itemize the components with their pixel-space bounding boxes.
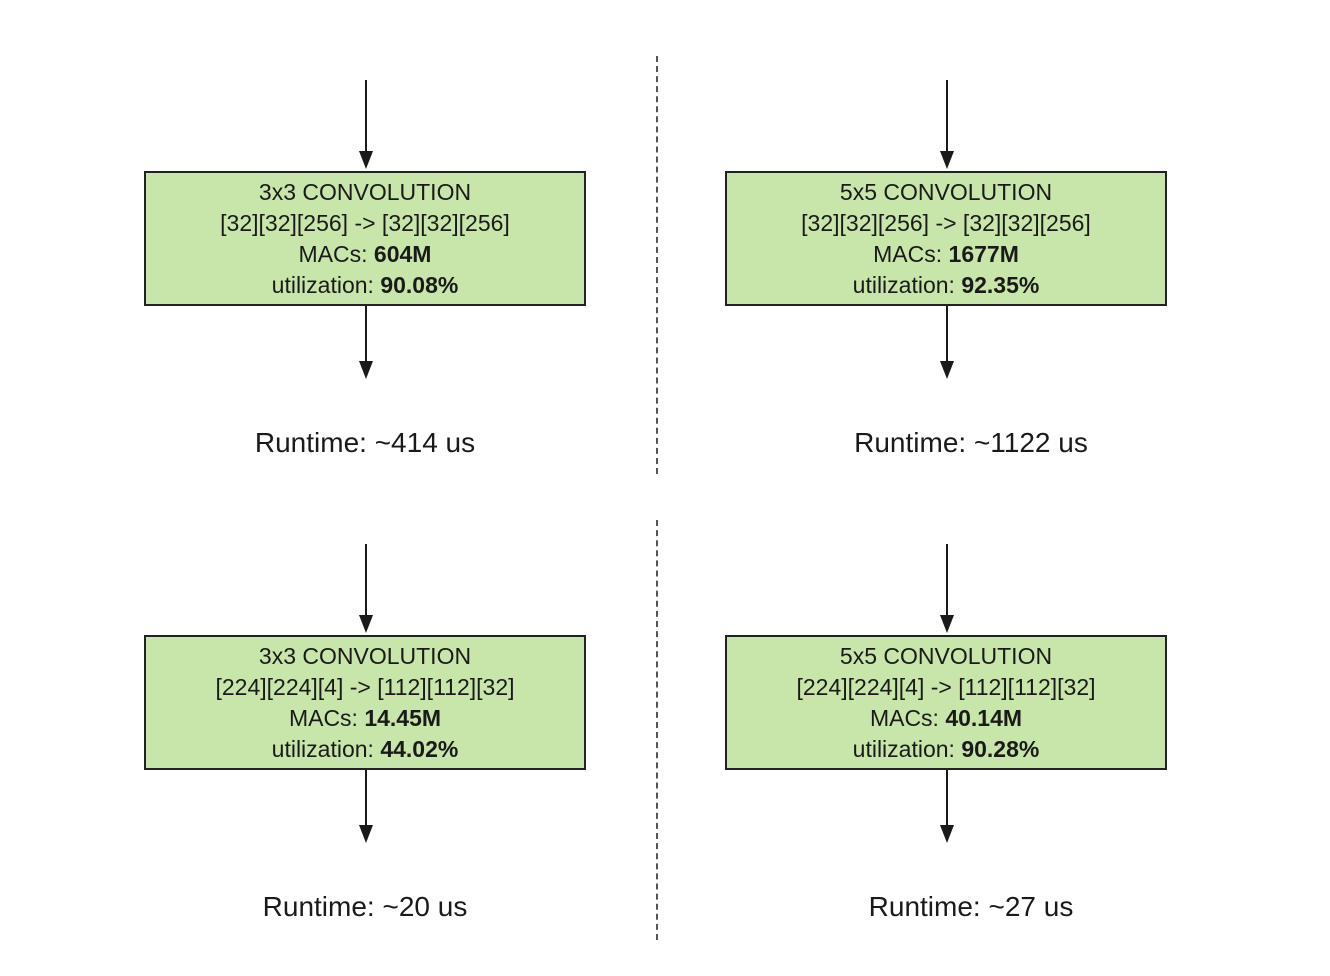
output-arrow-line <box>365 770 367 826</box>
macs-value: 604M <box>373 240 432 267</box>
conv-title: 3x3 CONVOLUTION <box>258 178 472 205</box>
conv-title: 5x5 CONVOLUTION <box>839 642 1053 669</box>
macs-label: MACs: <box>298 240 368 267</box>
macs-line: MACs: 604M <box>299 239 432 270</box>
output-arrow-line <box>365 306 367 362</box>
conv-shape: [32][32][256] -> [32][32][256] <box>220 209 510 236</box>
utilization-line: utilization: 90.28% <box>853 734 1040 765</box>
conv-box: 5x5 CONVOLUTION [32][32][256] -> [32][32… <box>725 171 1167 306</box>
utilization-value: 90.08% <box>380 271 459 298</box>
output-arrow-line <box>946 770 948 826</box>
runtime-label: Runtime: ~27 us <box>868 891 1074 922</box>
output-arrow-head <box>940 825 954 843</box>
input-arrow-line <box>946 544 948 617</box>
utilization-label: utilization: <box>271 735 374 762</box>
utilization-line: utilization: 90.08% <box>272 270 459 301</box>
input-arrow-head <box>940 151 954 169</box>
runtime-label: Runtime: ~20 us <box>262 891 468 922</box>
input-arrow-head <box>940 615 954 633</box>
conv-title: 3x3 CONVOLUTION <box>258 642 472 669</box>
input-arrow-head <box>359 151 373 169</box>
macs-label: MACs: <box>869 704 939 731</box>
macs-label: MACs: <box>288 704 358 731</box>
macs-value: 1677M <box>948 240 1019 267</box>
output-arrow-head <box>359 825 373 843</box>
output-arrow-head <box>359 361 373 379</box>
macs-label: MACs: <box>873 240 943 267</box>
conv-title: 5x5 CONVOLUTION <box>839 178 1053 205</box>
output-arrow-head <box>940 361 954 379</box>
utilization-value: 90.28% <box>961 735 1040 762</box>
input-arrow-head <box>359 615 373 633</box>
runtime-label: Runtime: ~1122 us <box>854 427 1088 458</box>
macs-value: 14.45M <box>364 704 442 731</box>
input-arrow-line <box>365 80 367 153</box>
conv-box: 3x3 CONVOLUTION [224][224][4] -> [112][1… <box>144 635 586 770</box>
conv-shape: [224][224][4] -> [112][112][32] <box>796 673 1096 700</box>
runtime-label: Runtime: ~414 us <box>254 427 476 458</box>
divider-bottom <box>656 520 658 940</box>
macs-value: 40.14M <box>945 704 1023 731</box>
conv-box: 3x3 CONVOLUTION [32][32][256] -> [32][32… <box>144 171 586 306</box>
conv-box: 5x5 CONVOLUTION [224][224][4] -> [112][1… <box>725 635 1167 770</box>
macs-line: MACs: 1677M <box>873 239 1019 270</box>
utilization-label: utilization: <box>852 735 955 762</box>
utilization-value: 92.35% <box>961 271 1040 298</box>
utilization-line: utilization: 44.02% <box>272 734 459 765</box>
utilization-label: utilization: <box>852 271 955 298</box>
utilization-label: utilization: <box>271 271 374 298</box>
output-arrow-line <box>946 306 948 362</box>
conv-shape: [32][32][256] -> [32][32][256] <box>801 209 1091 236</box>
utilization-line: utilization: 92.35% <box>853 270 1040 301</box>
input-arrow-line <box>365 544 367 617</box>
macs-line: MACs: 14.45M <box>289 703 441 734</box>
input-arrow-line <box>946 80 948 153</box>
divider-top <box>656 56 658 474</box>
conv-shape: [224][224][4] -> [112][112][32] <box>215 673 515 700</box>
utilization-value: 44.02% <box>380 735 459 762</box>
macs-line: MACs: 40.14M <box>870 703 1022 734</box>
